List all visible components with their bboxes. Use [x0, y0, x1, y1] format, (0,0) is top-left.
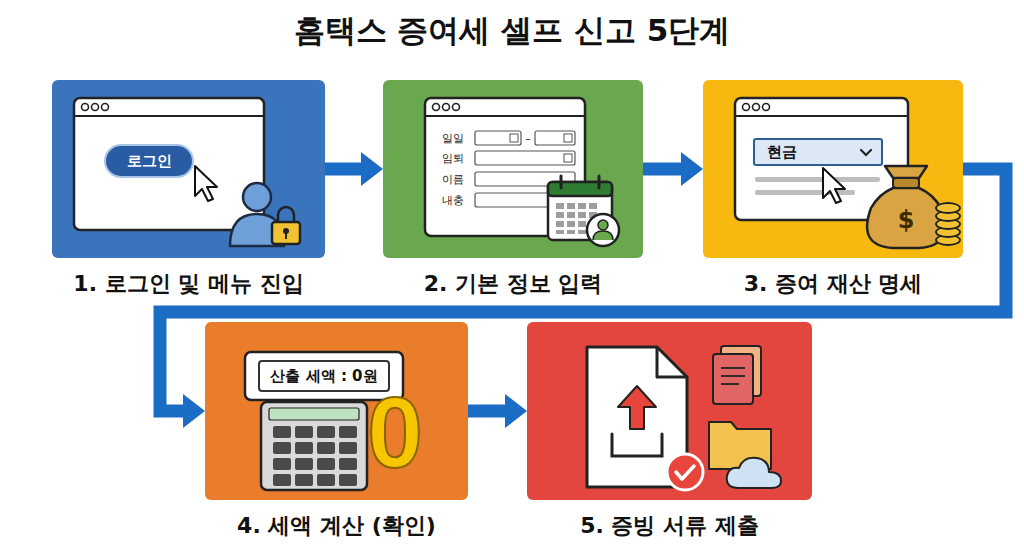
flow-arrow	[325, 152, 383, 186]
button-box: 로그인	[104, 144, 194, 178]
arrow-shaft	[325, 163, 361, 176]
step-caption: 3. 증여 재산 명세	[643, 270, 1023, 298]
form-illustration	[383, 80, 643, 258]
calculator-illustration	[205, 322, 468, 500]
form-label: 일일	[442, 133, 464, 144]
step-panel: 5. 증빙 서류 제출	[527, 322, 812, 550]
form-label: 이름	[442, 174, 464, 185]
button-label: 산출 세액 : 0원	[270, 362, 377, 390]
dollar-sign: $	[898, 208, 915, 232]
dropdown-box: 현금	[753, 138, 883, 166]
zero-figure: 0	[367, 382, 423, 482]
arrow-head	[505, 394, 527, 428]
arrow-shaft	[468, 405, 505, 418]
arrow-head	[183, 394, 205, 428]
diagram-title: 홈택스 증여세 셀프 신고 5단계	[0, 10, 1024, 50]
step-panel: 4. 세액 계산 (확인)산출 세액 : 0원	[205, 322, 468, 550]
chevron-stroke	[861, 150, 871, 155]
step-caption: 2. 기본 정보 입력	[323, 270, 703, 298]
upload-illustration	[527, 322, 812, 500]
dropdown-label: 현금	[755, 140, 797, 164]
arrow-head	[361, 152, 383, 186]
flow-arrow	[643, 152, 703, 186]
dropdown-chevron	[859, 148, 873, 158]
form-label: 임퇴	[442, 153, 464, 164]
arrow-head	[681, 152, 703, 186]
button-label: 로그인	[127, 146, 172, 176]
form-label: –	[525, 133, 531, 144]
step-panel: 2. 기본 정보 입력	[383, 80, 643, 308]
step-caption: 1. 로그인 및 메뉴 진입	[0, 270, 385, 298]
form-label: 내충	[442, 195, 464, 206]
step-caption: 5. 증빙 서류 제출	[467, 512, 872, 540]
flow-arrow	[468, 394, 527, 428]
step-panel: 1. 로그인 및 메뉴 진입로그인	[52, 80, 325, 308]
step-caption: 4. 세액 계산 (확인)	[145, 512, 528, 540]
step-panel: 3. 증여 재산 명세현금	[703, 80, 963, 308]
asset-illustration	[703, 80, 963, 258]
arrow-shaft	[643, 163, 681, 176]
